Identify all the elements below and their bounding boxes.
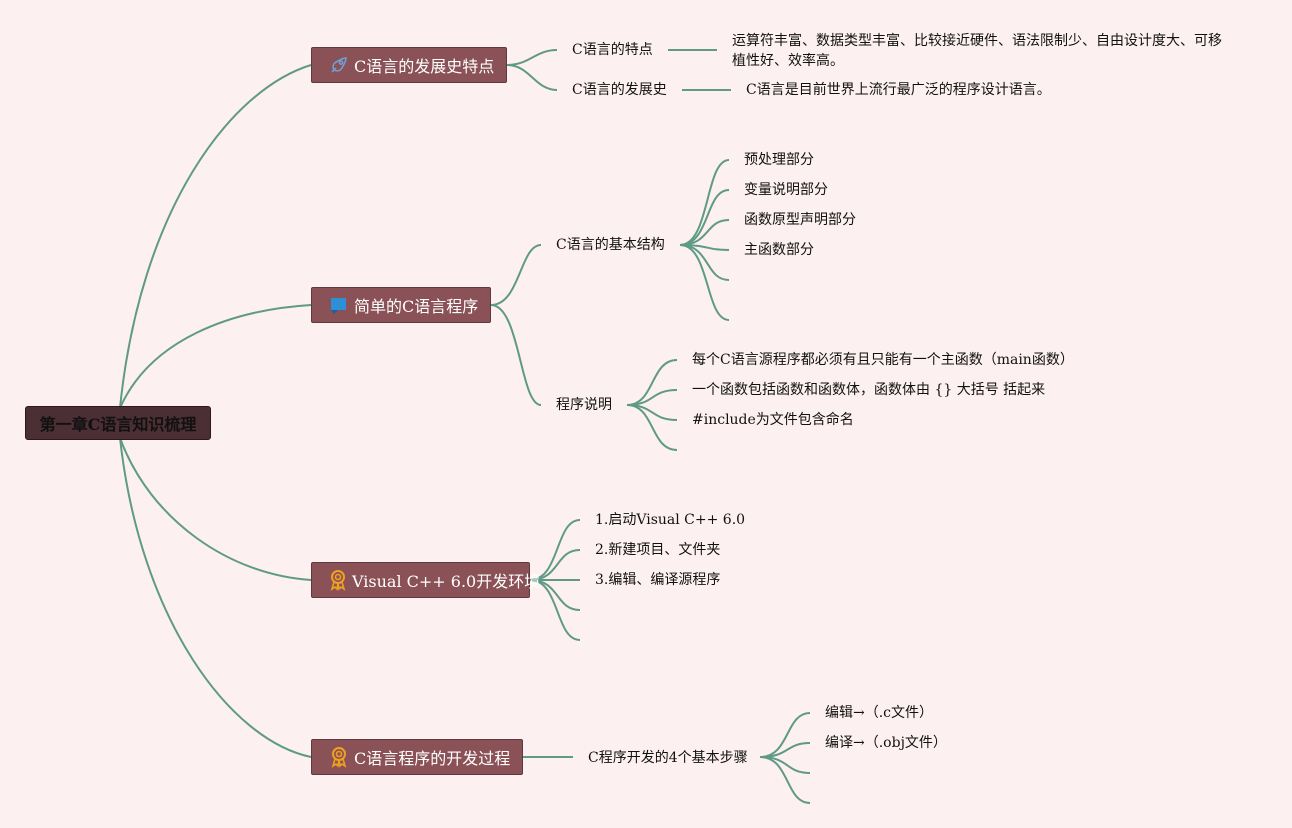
topic-c-history[interactable]: C语言的发展史 [572,82,667,98]
award-icon [328,569,348,591]
root-node[interactable]: 第一章C语言知识梳理 [25,406,211,440]
branch-label: C语言程序的开发过程 [354,749,511,768]
list-item[interactable]: 主函数部分 [744,242,814,258]
list-item[interactable]: 3.编辑、编译源程序 [595,572,721,588]
list-item[interactable]: 每个C语言源程序都必须有且只能有一个主函数（main函数） [692,352,1074,368]
detail-c-history[interactable]: C语言是目前世界上流行最广泛的程序设计语言。 [746,82,1051,98]
list-item[interactable]: 编辑→（.c文件） [825,705,934,721]
list-item[interactable]: 一个函数包括函数和函数体，函数体由 {} 大括号 括起来 [692,382,1046,398]
branch-dev-process[interactable]: C语言程序的开发过程 [311,739,523,775]
list-item[interactable]: 预处理部分 [744,152,814,168]
list-item[interactable]: 1.启动Visual C++ 6.0 [595,512,746,528]
branch-label: C语言的发展史特点 [354,57,495,76]
list-item[interactable]: #include为文件包含命名 [692,412,854,428]
flag-icon [328,294,350,316]
branch-simple-program[interactable]: 简单的C语言程序 [311,287,491,323]
list-item[interactable]: 变量说明部分 [744,182,828,198]
root-label: 第一章C语言知识梳理 [39,415,197,434]
branch-history-features[interactable]: C语言的发展史特点 [311,47,507,83]
topic-four-steps[interactable]: C程序开发的4个基本步骤 [588,750,748,766]
award-icon [328,746,350,768]
topic-c-features[interactable]: C语言的特点 [572,42,653,58]
rocket-icon [328,54,350,76]
list-item[interactable]: 2.新建项目、文件夹 [595,542,721,558]
topic-program-notes[interactable]: 程序说明 [556,397,612,413]
detail-c-features[interactable]: 运算符丰富、数据类型丰富、比较接近硬件、语法限制少、自由设计度大、可移植性好、效… [732,33,1222,69]
branch-vc-environment[interactable]: Visual C++ 6.0开发环境 [311,562,540,598]
topic-basic-structure[interactable]: C语言的基本结构 [556,237,665,253]
branch-label: Visual C++ 6.0开发环境 [352,572,541,591]
list-item[interactable]: 编译→（.obj文件） [825,735,947,751]
branch-label: 简单的C语言程序 [354,297,479,316]
list-item[interactable]: 函数原型声明部分 [744,212,856,228]
